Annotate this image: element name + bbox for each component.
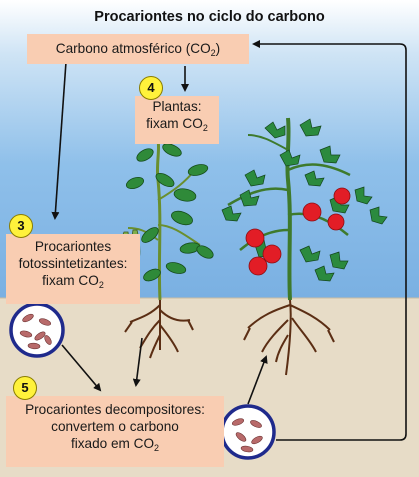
bacteria-cluster-icon	[220, 404, 276, 460]
photosynthetic-line3: fixam CO	[42, 273, 99, 288]
photosynthetic-line1: Procariontes	[34, 239, 112, 254]
diagram-title: Procariontes no ciclo do carbono	[94, 9, 325, 25]
step-5-badge: 5	[13, 376, 37, 400]
step-3-badge: 3	[9, 214, 33, 238]
photosynthetic-subscript: 2	[98, 280, 104, 290]
plants-box: Plantas: fixam CO2	[135, 96, 219, 144]
atmospheric-carbon-box: Carbono atmosférico (CO2)	[27, 34, 249, 64]
plants-line2: fixam CO	[146, 116, 203, 131]
decomposer-line3: fixado em CO	[70, 436, 155, 451]
photosynthetic-prokaryotes-box: Procariontes fotossintetizantes: fixam C…	[6, 234, 140, 304]
decomposer-line2: convertem o carbono	[51, 419, 179, 434]
decomposer-line1: Procariontes decompositores:	[25, 402, 205, 417]
atmospheric-carbon-tail: )	[215, 41, 221, 56]
decomposer-prokaryotes-box: Procariontes decompositores: convertem o…	[6, 396, 224, 467]
bacteria-cluster-icon	[9, 302, 65, 358]
photosynthetic-line2: fotossintetizantes:	[18, 256, 128, 271]
decomposer-subscript: 2	[154, 443, 160, 453]
tomato-plant-illustration	[221, 117, 388, 376]
cycle-arrows	[51, 40, 407, 441]
plants-subscript: 2	[202, 123, 208, 133]
atmospheric-carbon-text: Carbono atmosférico (CO	[55, 41, 211, 56]
step-4-badge: 4	[139, 76, 163, 100]
atmospheric-carbon-subscript: 2	[210, 48, 216, 58]
plants-line1: Plantas:	[152, 99, 202, 114]
